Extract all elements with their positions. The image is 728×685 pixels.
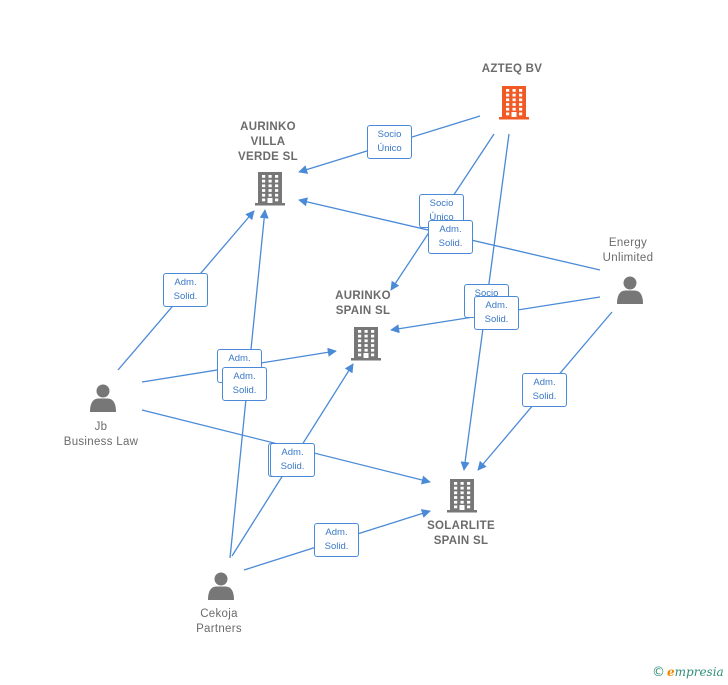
cekoja-person-icon[interactable] bbox=[206, 571, 236, 606]
edge-label-cekoja-to-solarlite: Adm. Solid. bbox=[314, 523, 359, 557]
edge-label-energy-to-spain: Adm. Solid. bbox=[474, 296, 519, 330]
azteq-label[interactable]: AZTEQ BV bbox=[481, 63, 543, 75]
energy-person-icon[interactable] bbox=[615, 275, 645, 310]
edge-label-energy-to-solarlite: Adm. Solid. bbox=[522, 373, 567, 407]
edge-label-energy-to-villa: Adm. Solid. bbox=[428, 220, 473, 254]
azteq-building-icon[interactable] bbox=[498, 84, 530, 125]
edge-label-cekoja-to-spain: Adm. Solid. bbox=[270, 443, 315, 477]
spain-label[interactable]: AURINKO SPAIN SL bbox=[335, 290, 391, 317]
solarlite-building-icon[interactable] bbox=[446, 477, 478, 518]
energy-label[interactable]: Energy Unlimited bbox=[602, 237, 654, 264]
jb-label[interactable]: Jb Business Law bbox=[63, 421, 139, 448]
villa-building-icon[interactable] bbox=[254, 170, 286, 211]
spain-building-icon[interactable] bbox=[350, 325, 382, 366]
cekoja-label[interactable]: Cekoja Partners bbox=[196, 608, 242, 635]
solarlite-label[interactable]: SOLARLITE SPAIN SL bbox=[427, 520, 495, 547]
jb-person-icon[interactable] bbox=[88, 383, 118, 418]
villa-label[interactable]: AURINKO VILLA VERDE SL bbox=[238, 121, 298, 163]
empresia-logo: ©empresia bbox=[652, 665, 724, 680]
edge-label-jb-to-villa: Adm. Solid. bbox=[163, 273, 208, 307]
edge-label-azteq-to-villa: Socio Único bbox=[367, 125, 412, 159]
edge-label-cekoja-to-villa: Adm. Solid. bbox=[222, 367, 267, 401]
